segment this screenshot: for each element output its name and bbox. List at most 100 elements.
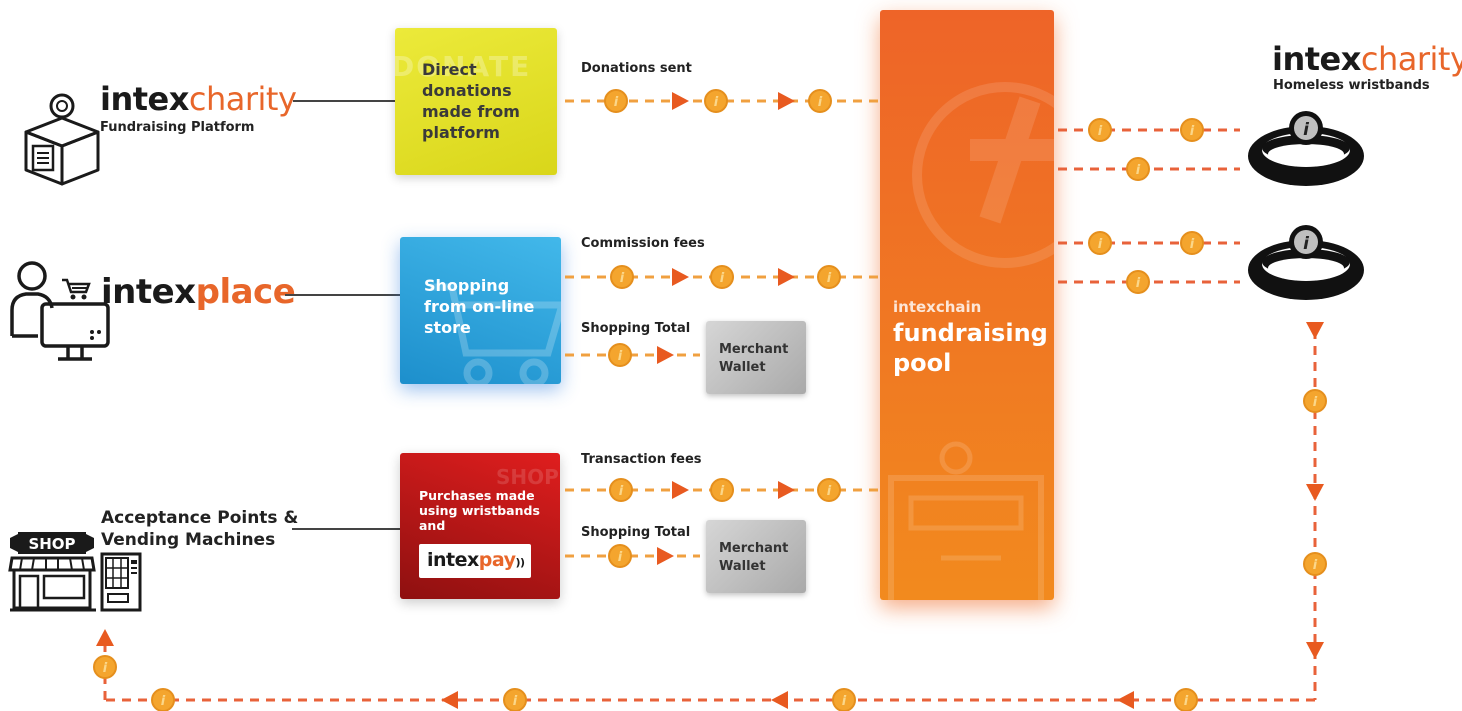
intex-coin-icon: i [604,89,628,113]
intexpay-brand-a: intex [427,549,479,571]
direct-line2: donations [422,81,512,100]
donation-box-icon [24,93,100,186]
intex-coin-icon: i [609,478,633,502]
intex-coin-icon: i [817,478,841,502]
flow-arrow [778,92,795,110]
acceptance-connector [292,528,400,530]
shop-sign-text: SHOP [28,535,75,553]
flow-label-commission: Commission fees [581,236,705,251]
flow-arrow [441,691,458,709]
intex-coin-icon: i [704,89,728,113]
intexpay-badge: intexpay)) [419,544,531,578]
wristbands-brand: intexcharity [1272,40,1462,78]
shopping-line1: Shopping [424,276,510,295]
intex-coin-icon: i [1088,118,1112,142]
place-brand-b: place [195,272,296,312]
svg-text:i: i [618,550,623,565]
svg-text:i: i [720,484,725,499]
flow-arrow [657,346,674,364]
intex-coin-icon: i [610,265,634,289]
intex-coin-icon: i [817,265,841,289]
intex-coin-icon: i [1303,552,1327,576]
wristbands-brand-a: intex [1272,40,1361,78]
acceptance-line1: Acceptance Points & [101,508,299,528]
svg-text:i: i [1313,395,1318,410]
wallet-1-line1: Merchant [719,342,789,357]
acceptance-line2: Vending Machines [101,530,276,550]
flow-label-donations: Donations sent [581,61,692,76]
intex-coin-icon: i [710,265,734,289]
flow-label-shopping-total-1: Shopping Total [581,321,691,336]
intex-coin-icon: i [608,544,632,568]
intex-coin-icon: i [832,688,856,711]
flow-arrow [672,481,689,499]
intex-coin-icon: i [808,89,832,113]
svg-text:i: i [1303,120,1310,140]
intex-coin-icon: i [1126,157,1150,181]
intex-coin-icon: i [1180,118,1204,142]
shopping-box: Shopping from on-line store [400,237,561,384]
intex-coin-icon: i [1126,270,1150,294]
pool-box-watermark-icon [888,441,1044,600]
flow-label-shopping-total-2: Shopping Total [581,525,691,540]
wristbands-brand-b: charity [1360,40,1462,78]
svg-text:i: i [1136,276,1141,291]
flow-arrow [1306,484,1324,501]
flow-label-transaction: Transaction fees [581,452,702,467]
intex-coin-icon: i [503,688,527,711]
pool-line3: pool [893,349,952,377]
svg-text:i: i [1190,124,1195,139]
direct-donations-box: DONATE Direct donations made from platfo… [395,28,557,175]
purchases-box: SHOP Purchases made using wristbands and… [400,453,560,599]
platform-brand-b: charity [188,80,297,118]
svg-text:i: i [620,271,625,286]
svg-text:i: i [1190,237,1195,252]
svg-text:i: i [619,484,624,499]
flow-arrow [672,268,689,286]
purchases-line3: and [419,518,446,533]
flow-arrow [1306,322,1324,339]
shop-front-icon: SHOP [8,532,96,612]
shopping-cart-watermark-icon [430,283,561,384]
flow-arrow [1306,642,1324,659]
direct-line3: made from [422,102,520,121]
flow-arrow [1117,691,1134,709]
flow-arrow [778,268,795,286]
flow-arrow [778,481,795,499]
wristband-icon: i [1248,111,1364,186]
svg-text:i: i [513,694,518,709]
svg-text:i: i [614,95,619,110]
svg-text:i: i [1313,558,1318,573]
wallet-2-line1: Merchant [719,541,789,556]
svg-text:i: i [1303,234,1310,254]
donate-watermark: DONATE [395,50,532,83]
direct-line4: platform [422,123,500,142]
svg-text:i: i [1098,237,1103,252]
svg-text:i: i [1098,124,1103,139]
svg-text:i: i [842,694,847,709]
flow-arrow [672,92,689,110]
svg-text:i: i [161,694,166,709]
pool-line1: intexchain [893,298,982,316]
place-brand: intexplace [101,272,296,312]
svg-text:i: i [827,271,832,286]
shop-watermark: SHOP [496,465,559,489]
wallet-2-line2: Wallet [719,559,766,574]
platform-subtitle: Fundraising Platform [100,120,255,135]
intex-coin-icon: i [93,655,117,679]
flow-arrow [657,547,674,565]
intex-coin-icon: i [608,343,632,367]
fundraising-pool: intexchain fundraising pool [880,10,1054,600]
flow-arrow [96,629,114,646]
direct-line1: Direct [422,60,477,79]
person-computer-cart-icon [10,261,110,361]
intexpay-brand-b: pay [478,549,516,571]
wristbands-subtitle: Homeless wristbands [1273,78,1430,93]
svg-text:i: i [827,484,832,499]
svg-text:i: i [1184,694,1189,709]
vending-machine-icon [100,552,142,612]
shopping-line3: store [424,318,471,337]
flow-arrow [771,691,788,709]
